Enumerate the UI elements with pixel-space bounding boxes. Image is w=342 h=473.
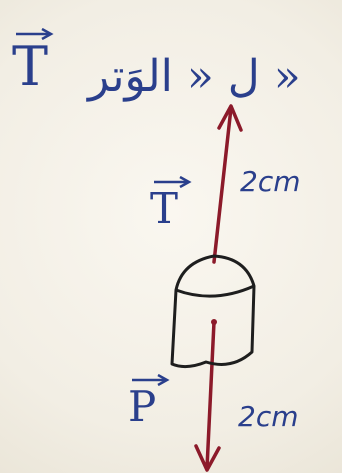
mass-top-rim [175,284,255,298]
title-arabic-text: ل « الوَتر » [88,51,301,102]
weight-arrow-line [205,320,216,470]
mass-body [170,254,256,369]
weight-length-label: 2cm [238,400,299,433]
weight-arrowhead-icon [194,444,221,472]
vector-arrow-icon [154,176,192,188]
title-vector-label: T [12,28,54,94]
tension-vector-label: T [150,176,192,230]
application-point [211,319,217,325]
vector-arrow-icon [16,28,54,40]
weight-vector-label: P [128,374,170,428]
tension-arrow-line [212,106,233,264]
vector-arrow-icon [132,374,170,386]
tension-arrowhead-icon [217,104,243,132]
tension-length-label: 2cm [240,165,301,198]
